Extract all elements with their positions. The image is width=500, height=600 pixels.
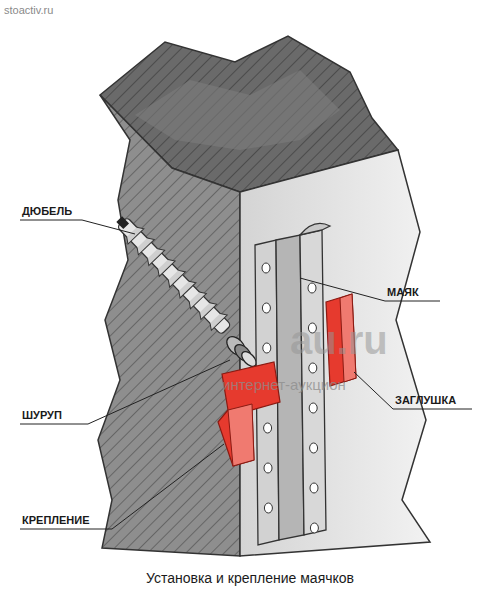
part-label: ЗАГЛУШКА [395,394,456,407]
screw-head [223,333,259,369]
dowel-rib [197,300,217,320]
dowel-rib [176,278,196,298]
dowel-rib [134,235,154,255]
beacon-hole [310,483,318,493]
beacon-hole [309,403,317,413]
plaster-face [240,150,430,556]
watermark: au.ru [290,318,388,362]
beacon-hole [308,283,316,293]
part-label: МАЯК [387,286,419,299]
beacon-hole [262,263,270,273]
part-label: ШУРУП [22,409,62,422]
part-label: КРЕПЛЕНИЕ [22,514,90,527]
dowel-rib [124,224,144,244]
dowel-rib [207,311,227,331]
dowel-rib [155,257,175,277]
beacon-hole [264,463,272,473]
beacon-hole [310,523,318,533]
dowel-rib [186,289,206,309]
beacon-hole [263,343,271,353]
beacon-hole [310,443,318,453]
dowel [111,211,234,337]
caption: Установка и крепление маячков [0,570,500,587]
part-label: ДЮБЕЛЬ [22,205,72,218]
beacon-hole [264,503,272,513]
beacon-hole [264,423,272,433]
beacon-hole [262,303,270,313]
wall-top-cavity [135,70,340,150]
beacon-hole [309,363,317,373]
watermark: интернет-аукцион [222,376,346,394]
watermark: stoactiv.ru [4,4,53,17]
leader-lines [20,220,472,529]
dowel-rib [165,268,185,288]
wall-section [98,95,240,556]
dowel-rib [145,246,165,266]
